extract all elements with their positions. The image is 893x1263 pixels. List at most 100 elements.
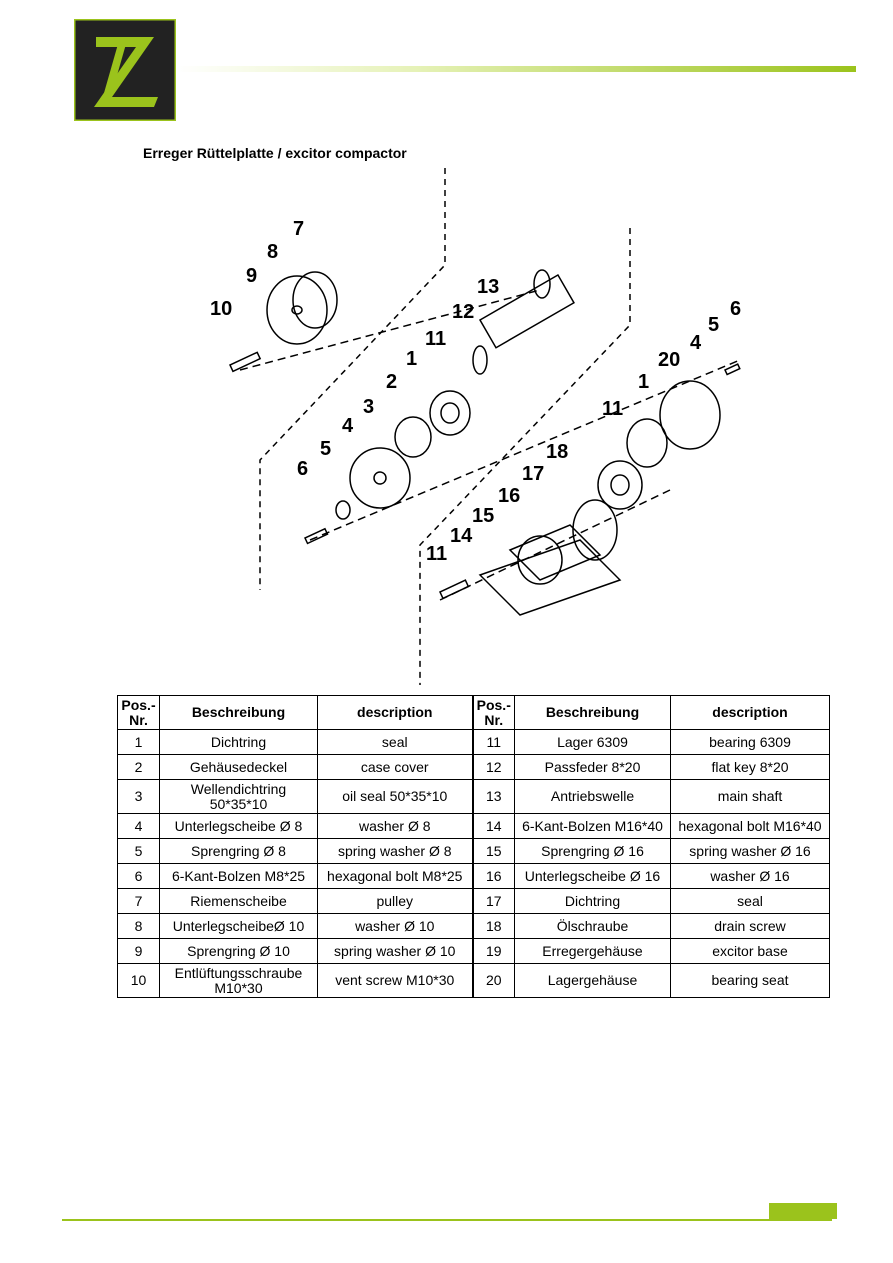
cell-pos: 9 xyxy=(117,938,160,964)
cell-description: bearing seat xyxy=(670,963,830,998)
cell-pos: 19 xyxy=(471,938,515,964)
cell-beschreibung: Wellendichtring 50*35*10 xyxy=(159,779,318,814)
cell-beschreibung: Sprengring Ø 8 xyxy=(159,838,318,864)
cell-pos: 13 xyxy=(471,779,515,814)
exploded-diagram: 10 9 8 7 12 13 11 1 2 3 4 5 6 6 5 4 20 1… xyxy=(210,168,741,685)
footer-accent-line xyxy=(62,1219,832,1221)
cell-pos: 10 xyxy=(117,963,160,998)
diagram-label: 1 xyxy=(638,371,649,393)
cell-beschreibung: UnterlegscheibeØ 10 xyxy=(159,913,318,939)
header-beschreibung: Beschreibung xyxy=(514,695,671,730)
cell-description: pulley xyxy=(317,888,473,914)
cell-beschreibung: Entlüftungsschraube M10*30 xyxy=(159,963,318,998)
cell-beschreibung: Unterlegscheibe Ø 16 xyxy=(514,863,671,889)
cell-pos: 6 xyxy=(117,863,160,889)
cell-pos: 1 xyxy=(117,729,160,755)
cell-beschreibung: 6-Kant-Bolzen M8*25 xyxy=(159,863,318,889)
cell-beschreibung: Lager 6309 xyxy=(514,729,671,755)
cell-pos: 2 xyxy=(117,754,160,780)
table-row: 7 Riemenscheibe pulley 17 Dichtring seal xyxy=(117,888,830,914)
diagram-label: 20 xyxy=(658,349,680,371)
cell-description: bearing 6309 xyxy=(670,729,830,755)
cell-description: case cover xyxy=(317,754,473,780)
cell-description: washer Ø 8 xyxy=(317,813,473,839)
header-pos: Pos.- Nr. xyxy=(471,695,515,730)
cell-description: hexagonal bolt M8*25 xyxy=(317,863,473,889)
cell-beschreibung: Riemenscheibe xyxy=(159,888,318,914)
cell-beschreibung: Dichtring xyxy=(514,888,671,914)
cell-description: drain screw xyxy=(670,913,830,939)
cell-description: main shaft xyxy=(670,779,830,814)
cell-beschreibung: Sprengring Ø 10 xyxy=(159,938,318,964)
cell-pos: 8 xyxy=(117,913,160,939)
cell-pos: 17 xyxy=(471,888,515,914)
cell-beschreibung: Sprengring Ø 16 xyxy=(514,838,671,864)
diagram-label: 1 xyxy=(406,348,417,370)
diagram-label: 6 xyxy=(730,298,741,320)
cell-description: washer Ø 16 xyxy=(670,863,830,889)
diagram-label: 11 xyxy=(426,543,447,565)
footer-page-tab xyxy=(769,1203,837,1219)
diagram-label: 6 xyxy=(297,458,308,480)
cell-beschreibung: Unterlegscheibe Ø 8 xyxy=(159,813,318,839)
cell-beschreibung: 6-Kant-Bolzen M16*40 xyxy=(514,813,671,839)
diagram-label: 11 xyxy=(602,398,623,420)
cell-description: hexagonal bolt M16*40 xyxy=(670,813,830,839)
cell-pos: 12 xyxy=(471,754,515,780)
cell-pos: 15 xyxy=(471,838,515,864)
diagram-label: 3 xyxy=(363,396,374,418)
cell-description: seal xyxy=(670,888,830,914)
page-title: Erreger Rüttelplatte / excitor compactor xyxy=(143,145,407,161)
table-row: 6 6-Kant-Bolzen M8*25 hexagonal bolt M8*… xyxy=(117,863,830,889)
table-row: 3 Wellendichtring 50*35*10 oil seal 50*3… xyxy=(117,779,830,814)
diagram-label: 5 xyxy=(320,438,331,460)
table-row: 10 Entlüftungsschraube M10*30 vent screw… xyxy=(117,963,830,998)
diagram-label: 4 xyxy=(690,332,702,354)
diagram-label: 11 xyxy=(425,328,446,350)
cell-description: spring washer Ø 8 xyxy=(317,838,473,864)
cell-beschreibung: Ölschraube xyxy=(514,913,671,939)
header-beschreibung: Beschreibung xyxy=(159,695,318,730)
cell-pos: 3 xyxy=(117,779,160,814)
diagram-label: 16 xyxy=(498,485,520,507)
cell-description: excitor base xyxy=(670,938,830,964)
diagram-label: 13 xyxy=(477,276,499,298)
diagram-label: 4 xyxy=(342,415,354,437)
cell-beschreibung: Erregergehäuse xyxy=(514,938,671,964)
brand-logo xyxy=(74,19,176,121)
cell-description: oil seal 50*35*10 xyxy=(317,779,473,814)
cell-description: washer Ø 10 xyxy=(317,913,473,939)
cell-beschreibung: Passfeder 8*20 xyxy=(514,754,671,780)
table-row: 8 UnterlegscheibeØ 10 washer Ø 10 18 Öls… xyxy=(117,913,830,939)
header-description: description xyxy=(670,695,830,730)
cell-pos: 11 xyxy=(471,729,515,755)
cell-description: seal xyxy=(317,729,473,755)
table-row: 9 Sprengring Ø 10 spring washer Ø 10 19 … xyxy=(117,938,830,964)
cell-beschreibung: Gehäusedeckel xyxy=(159,754,318,780)
header-description: description xyxy=(317,695,473,730)
diagram-label: 15 xyxy=(472,505,494,527)
cell-pos: 4 xyxy=(117,813,160,839)
diagram-label: 10 xyxy=(210,298,232,320)
cell-description: flat key 8*20 xyxy=(670,754,830,780)
diagram-label: 5 xyxy=(708,314,719,336)
diagram-label: 8 xyxy=(267,241,278,263)
table-row: 4 Unterlegscheibe Ø 8 washer Ø 8 14 6-Ka… xyxy=(117,813,830,839)
diagram-label: 14 xyxy=(450,525,473,547)
cell-pos: 7 xyxy=(117,888,160,914)
cell-beschreibung: Lagergehäuse xyxy=(514,963,671,998)
diagram-label: 2 xyxy=(386,371,397,393)
header-pos: Pos.- Nr. xyxy=(117,695,160,730)
cell-beschreibung: Antriebswelle xyxy=(514,779,671,814)
parts-table: Pos.- Nr. Beschreibung description Pos.-… xyxy=(117,695,830,998)
table-row: 1 Dichtring seal 11 Lager 6309 bearing 6… xyxy=(117,729,830,755)
diagram-label: 17 xyxy=(522,463,544,485)
cell-description: spring washer Ø 16 xyxy=(670,838,830,864)
table-row: 5 Sprengring Ø 8 spring washer Ø 8 15 Sp… xyxy=(117,838,830,864)
diagram-label: 12 xyxy=(452,301,474,323)
table-row: 2 Gehäusedeckel case cover 12 Passfeder … xyxy=(117,754,830,780)
diagram-label: 9 xyxy=(246,265,257,287)
diagram-label: 18 xyxy=(546,441,568,463)
cell-pos: 5 xyxy=(117,838,160,864)
header-accent-bar xyxy=(176,66,856,72)
